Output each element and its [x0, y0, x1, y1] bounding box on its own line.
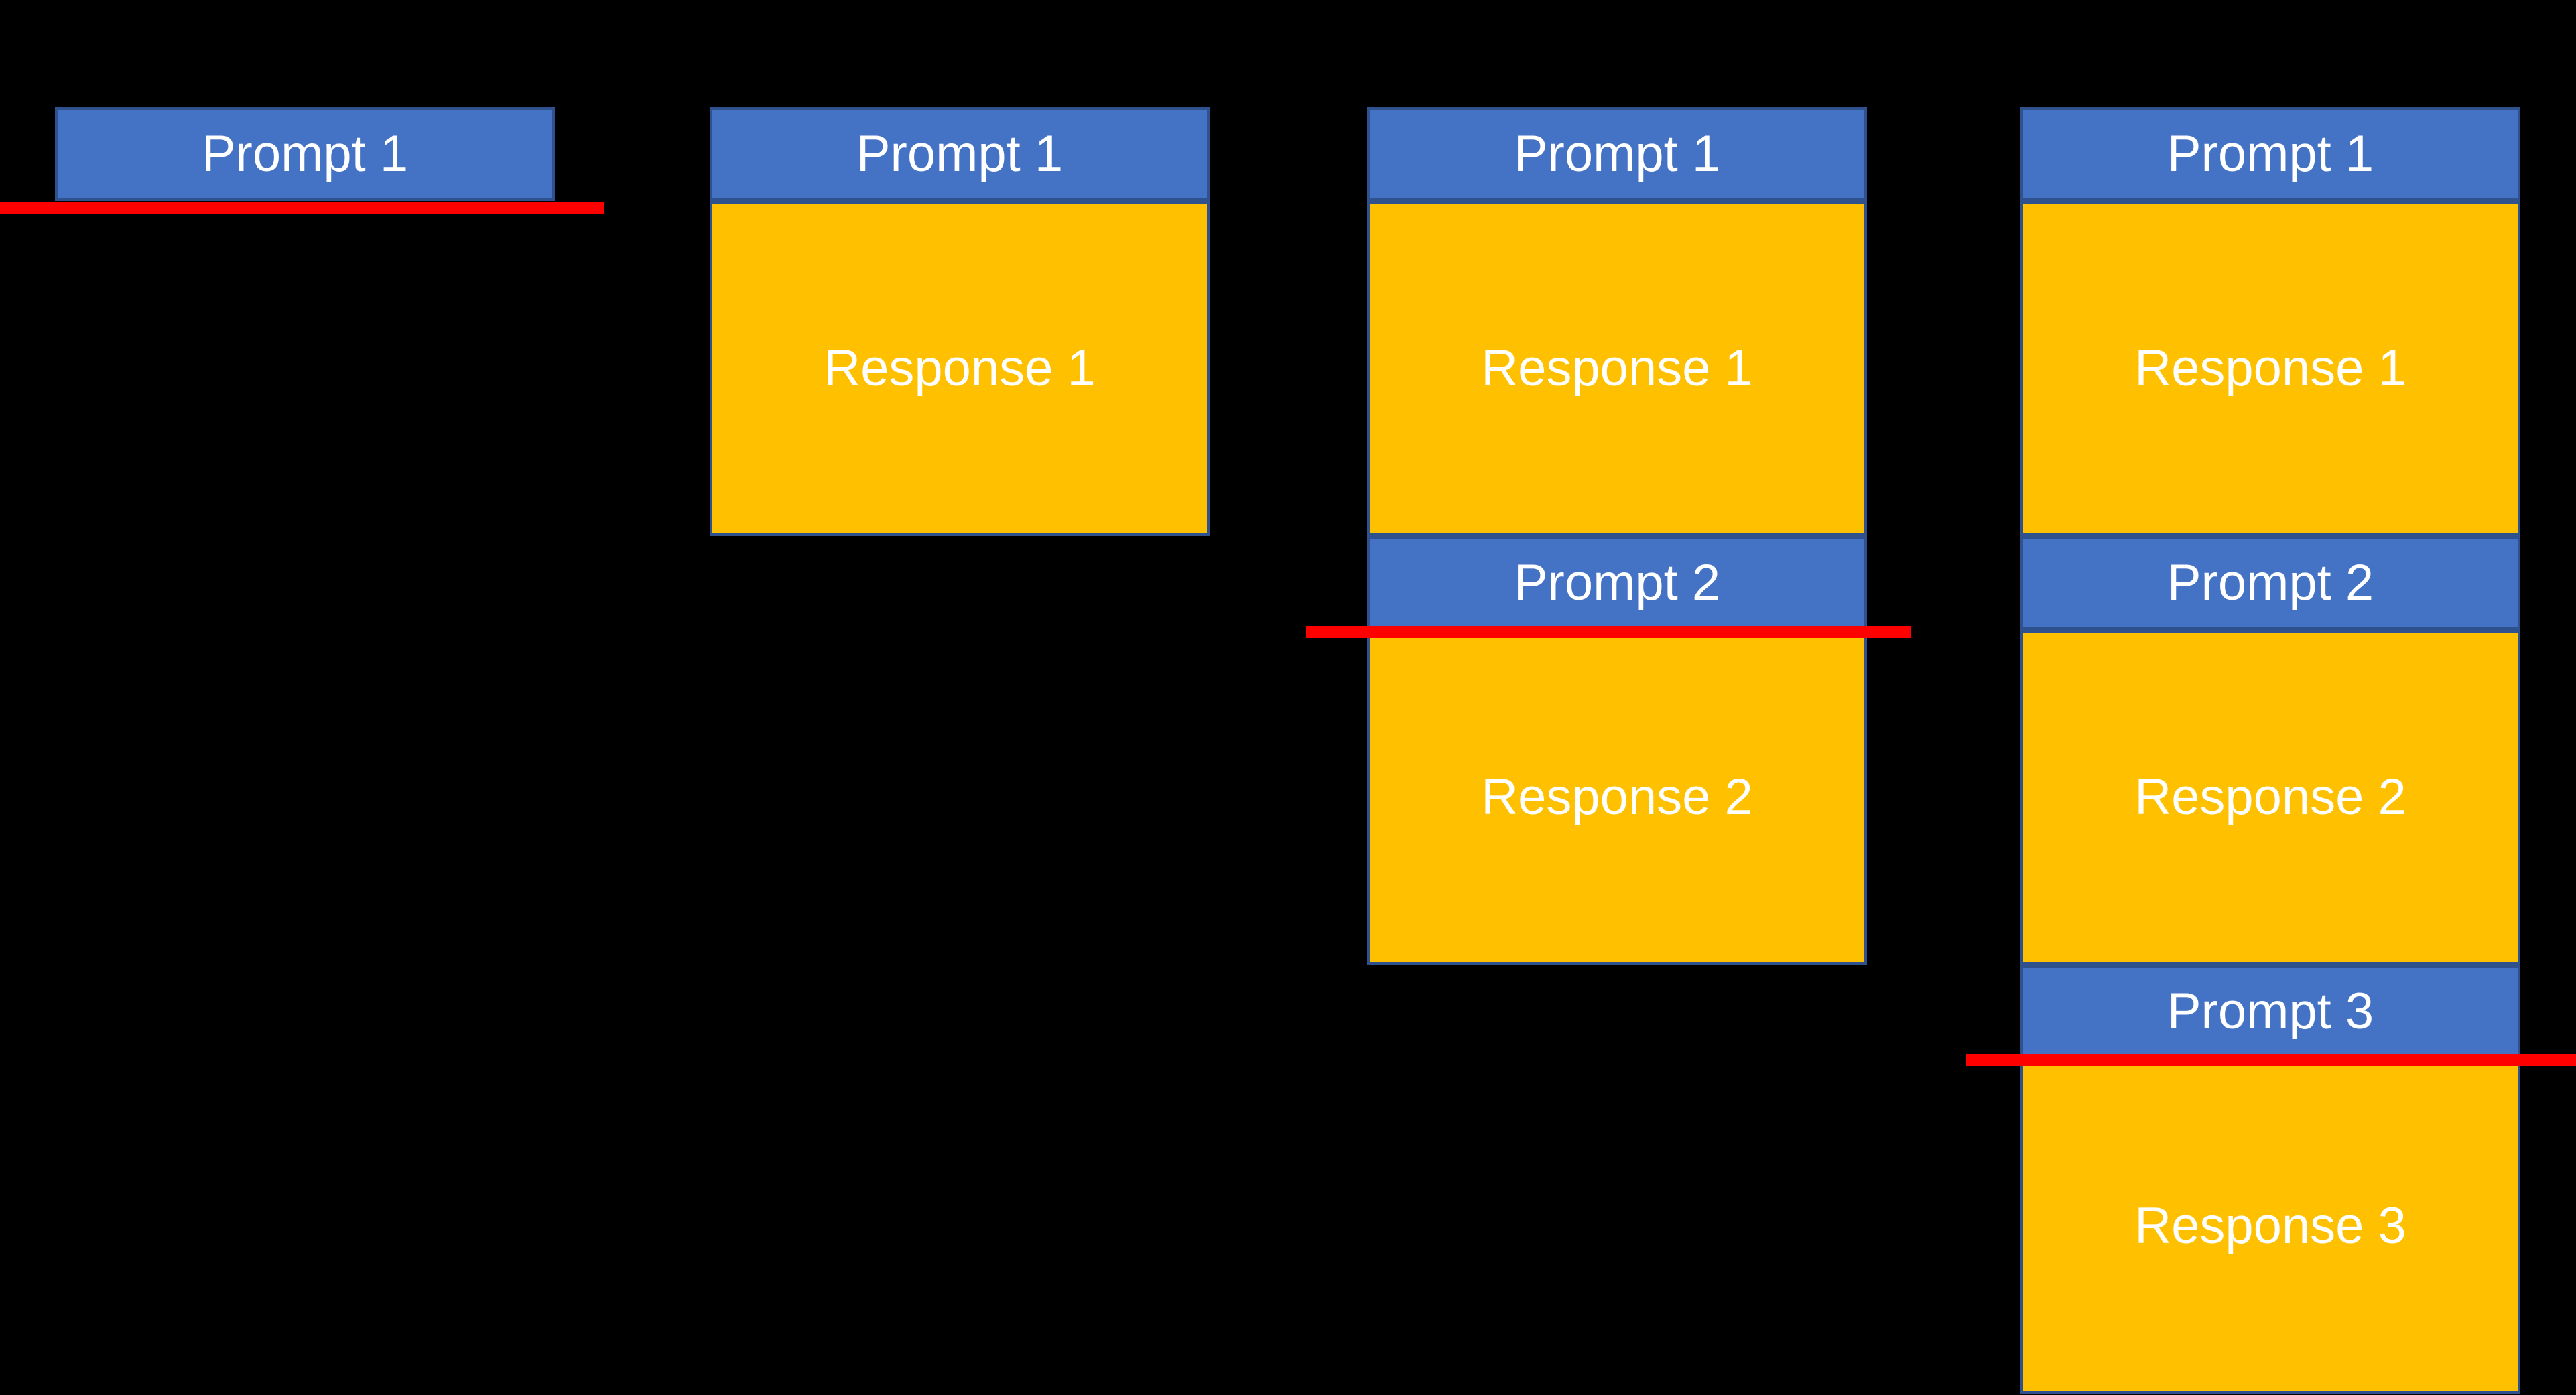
- response-box: Response 1: [710, 201, 1210, 536]
- response-box: Response 3: [2020, 1059, 2520, 1394]
- conversation-column-2: Prompt 1 Response 1: [710, 107, 1210, 536]
- response-box: Response 1: [2020, 201, 2520, 536]
- prompt-box: Prompt 1: [1367, 107, 1867, 201]
- prompt-label: Prompt 3: [2167, 983, 2374, 1040]
- response-label: Response 1: [1481, 340, 1753, 397]
- prompt-label: Prompt 1: [856, 125, 1064, 182]
- prompt-box: Prompt 2: [1367, 536, 1867, 630]
- conversation-column-4: Prompt 1 Response 1 Prompt 2 Response 2 …: [2020, 107, 2520, 1394]
- prompt-box: Prompt 1: [710, 107, 1210, 201]
- prompt-box: Prompt 2: [2020, 536, 2520, 630]
- response-label: Response 3: [2134, 1197, 2406, 1254]
- response-label: Response 1: [824, 340, 1096, 397]
- response-label: Response 2: [2134, 769, 2406, 825]
- prompt-box: Prompt 1: [55, 107, 555, 201]
- prompt-label: Prompt 2: [2167, 554, 2374, 611]
- prompt-label: Prompt 1: [1513, 125, 1721, 182]
- red-underline-3: [1966, 1054, 2576, 1066]
- red-underline-1: [0, 202, 604, 214]
- prompt-label: Prompt 1: [2167, 125, 2374, 182]
- response-box: Response 2: [2020, 630, 2520, 965]
- response-label: Response 2: [1481, 769, 1753, 825]
- conversation-column-1: Prompt 1: [55, 107, 555, 201]
- prompt-label: Prompt 1: [201, 125, 409, 182]
- prompt-box: Prompt 3: [2020, 965, 2520, 1059]
- prompt-label: Prompt 2: [1513, 554, 1721, 611]
- response-box: Response 1: [1367, 201, 1867, 536]
- response-box: Response 2: [1367, 630, 1867, 965]
- conversation-column-3: Prompt 1 Response 1 Prompt 2 Response 2: [1367, 107, 1867, 965]
- response-label: Response 1: [2134, 340, 2406, 397]
- prompt-box: Prompt 1: [2020, 107, 2520, 201]
- red-underline-2: [1306, 626, 1911, 638]
